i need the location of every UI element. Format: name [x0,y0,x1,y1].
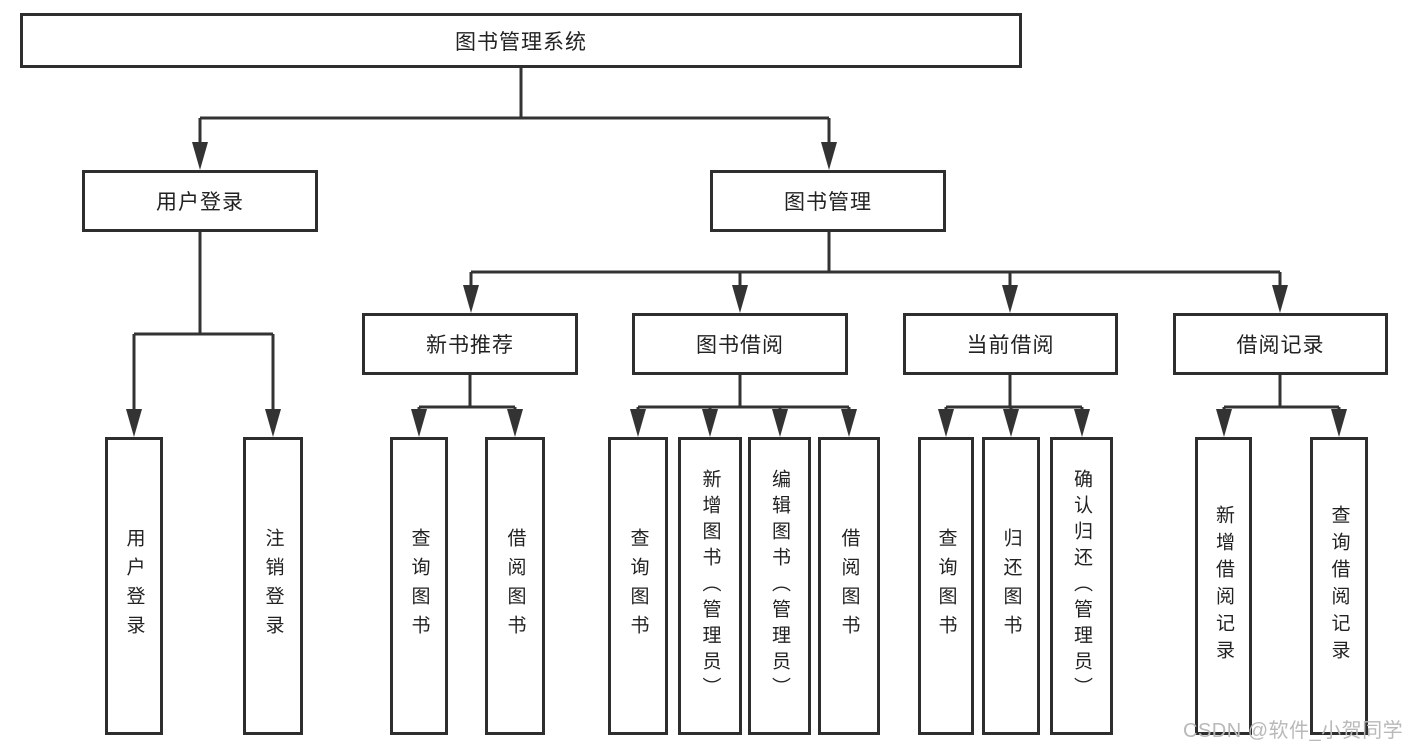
leaf-borrow-book-1: 借阅图书 [485,437,545,735]
leaf-add-book-admin: 新增图书（管理员） [678,437,742,735]
node-user-login: 用户登录 [82,170,318,232]
leaf-edit-book-admin: 编辑图书（管理员） [748,437,811,735]
csdn-watermark: CSDN @软件_小贺同学 [1183,720,1404,742]
leaf-add-borrow-record: 新增借阅记录 [1195,437,1252,735]
leaf-logout: 注销登录 [243,437,303,735]
leaf-borrow-book-2: 借阅图书 [818,437,880,735]
node-book-management: 图书管理 [710,170,946,232]
leaf-query-book-1: 查询图书 [390,437,448,735]
node-borrow-record: 借阅记录 [1173,313,1388,375]
node-book-borrow: 图书借阅 [632,313,848,375]
leaf-query-book-3: 查询图书 [918,437,974,735]
leaf-confirm-return-admin: 确认归还（管理员） [1050,437,1113,735]
leaf-return-book: 归还图书 [982,437,1040,735]
leaf-query-borrow-record: 查询借阅记录 [1310,437,1368,735]
node-new-book-recommend: 新书推荐 [362,313,578,375]
node-current-borrow: 当前借阅 [903,313,1118,375]
leaf-user-login: 用户登录 [105,437,163,735]
leaf-query-book-2: 查询图书 [608,437,668,735]
node-root: 图书管理系统 [20,13,1022,68]
